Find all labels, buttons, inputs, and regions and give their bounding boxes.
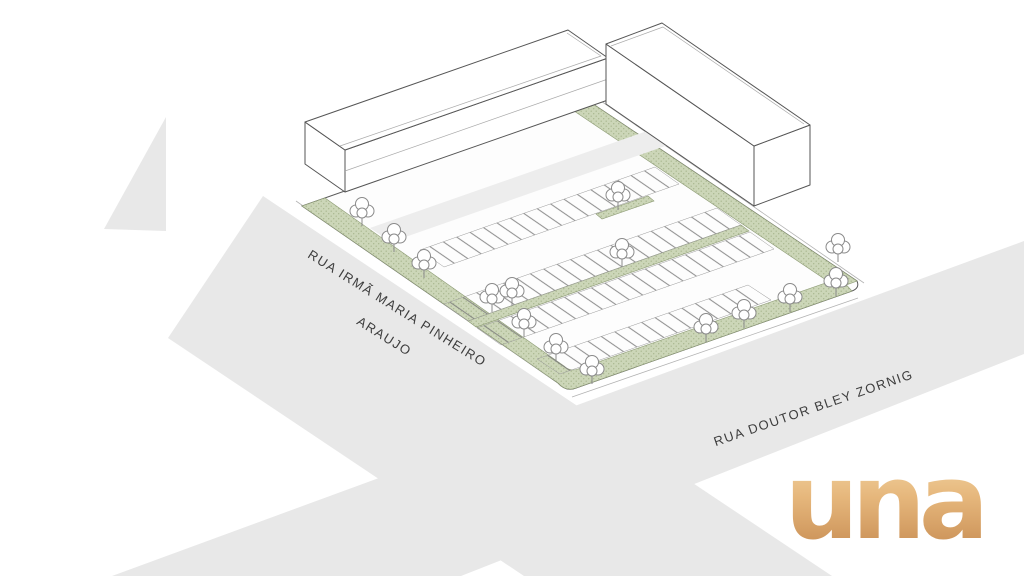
building-bar-floor-line xyxy=(344,78,609,172)
site-block xyxy=(295,98,865,398)
drive-aisle xyxy=(370,130,671,242)
road-fragment-triangle xyxy=(104,117,166,231)
building-wing-roof xyxy=(605,22,811,147)
building-bar-parapet-line xyxy=(339,32,602,147)
road-rua-doutor-bley-zornig xyxy=(112,241,1024,576)
parking-row-d xyxy=(536,284,772,375)
logo-una: una xyxy=(784,441,989,563)
landscape-island xyxy=(595,195,655,220)
building-bar-roof xyxy=(304,29,609,151)
tree-icon xyxy=(825,233,851,263)
parking-row-c xyxy=(476,231,775,346)
roads xyxy=(104,117,1024,576)
building xyxy=(304,22,811,207)
building-wing-parapet-line xyxy=(610,26,805,125)
